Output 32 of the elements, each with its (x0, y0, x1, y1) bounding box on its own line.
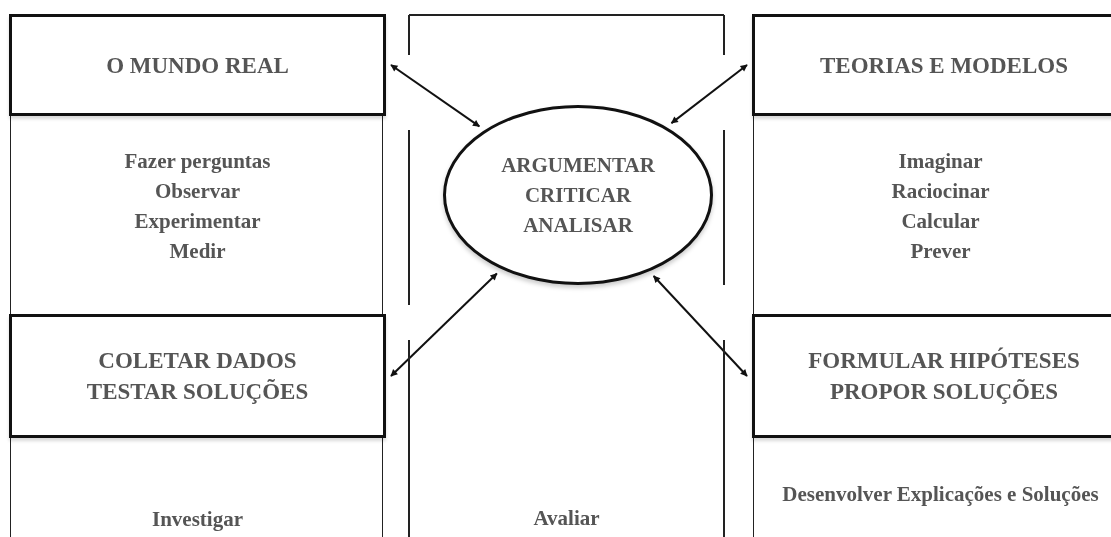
activity-text: Observar (154, 179, 241, 203)
double-arrow (390, 64, 481, 128)
activity-text: Imaginar (898, 149, 983, 173)
activity-text: Calcular (901, 209, 980, 233)
activity-text: Desenvolver Explicações e Soluções (782, 482, 1099, 506)
heading-text: PROPOR SOLUÇÕES (829, 378, 1059, 406)
ellipse-text: CRITICAR (524, 182, 632, 209)
activity-text: Experimentar (134, 209, 261, 233)
activity-text: Prever (910, 239, 971, 263)
heading-text: TESTAR SOLUÇÕES (86, 378, 309, 406)
double-arrow (670, 64, 748, 125)
double-arrow (390, 272, 498, 377)
heading-text: TEORIAS E MODELOS (820, 51, 1068, 80)
double-arrow (652, 275, 748, 377)
ellipse-text: ANALISAR (523, 212, 633, 239)
activity-text: Raciocinar (891, 179, 990, 203)
ellipse-node (443, 105, 713, 285)
heading-text: FORMULAR HIPÓTESES (808, 346, 1080, 375)
activity-text: Medir (169, 239, 226, 263)
activity-text: Avaliar (533, 506, 600, 530)
heading-box (752, 314, 1111, 438)
heading-text: O MUNDO REAL (106, 51, 289, 80)
ellipse-text: ARGUMENTAR (501, 152, 655, 179)
heading-box (752, 14, 1111, 116)
activity-text: Investigar (152, 507, 243, 531)
column-panel (753, 15, 1111, 537)
heading-text: COLETAR DADOS (98, 347, 297, 375)
activity-text: Fazer perguntas (124, 149, 271, 173)
heading-box (9, 314, 386, 438)
column-frame (409, 15, 724, 537)
heading-box (9, 14, 386, 116)
column-panel (10, 15, 383, 537)
